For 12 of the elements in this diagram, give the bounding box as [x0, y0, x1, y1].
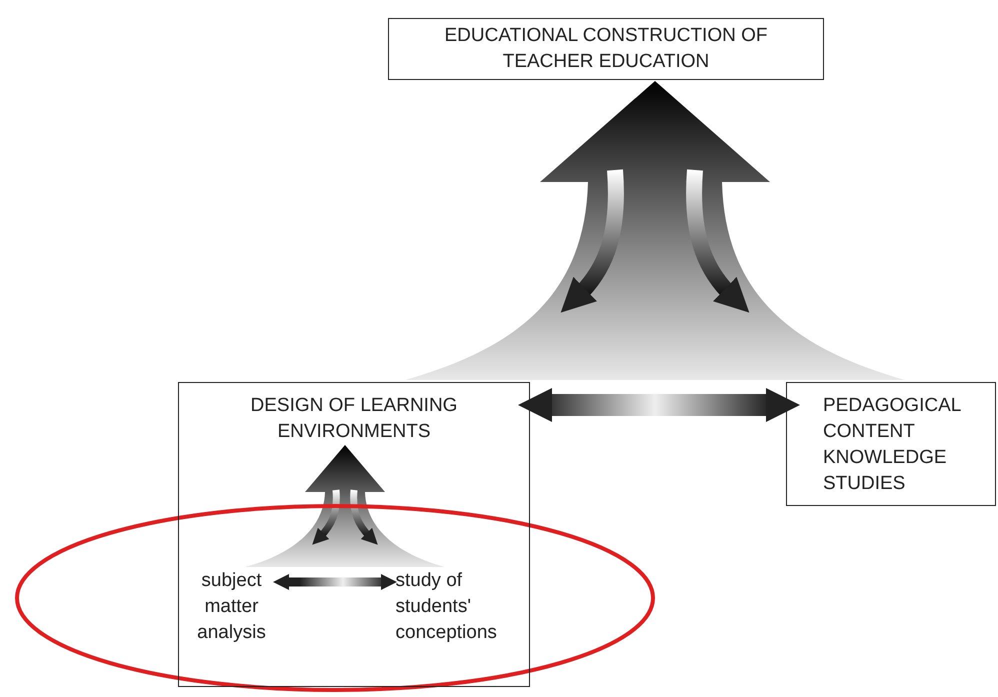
node-label: subject matter analysis — [188, 568, 276, 652]
wide-arrow — [405, 81, 905, 380]
box-title: PEDAGOGICAL CONTENT KNOWLEDGE STUDIES — [823, 394, 959, 496]
process-box — [786, 382, 996, 506]
wide-arrow — [245, 445, 445, 567]
double-arrow — [518, 388, 800, 422]
double-arrow — [273, 574, 397, 590]
process-box — [178, 382, 530, 687]
node-label: study of students' conceptions — [392, 568, 516, 652]
box-title: DESIGN OF LEARNING ENVIRONMENTS — [250, 394, 458, 444]
box-title: EDUCATIONAL CONSTRUCTION OF TEACHER EDUCATION — [443, 24, 768, 74]
process-box — [388, 18, 824, 80]
